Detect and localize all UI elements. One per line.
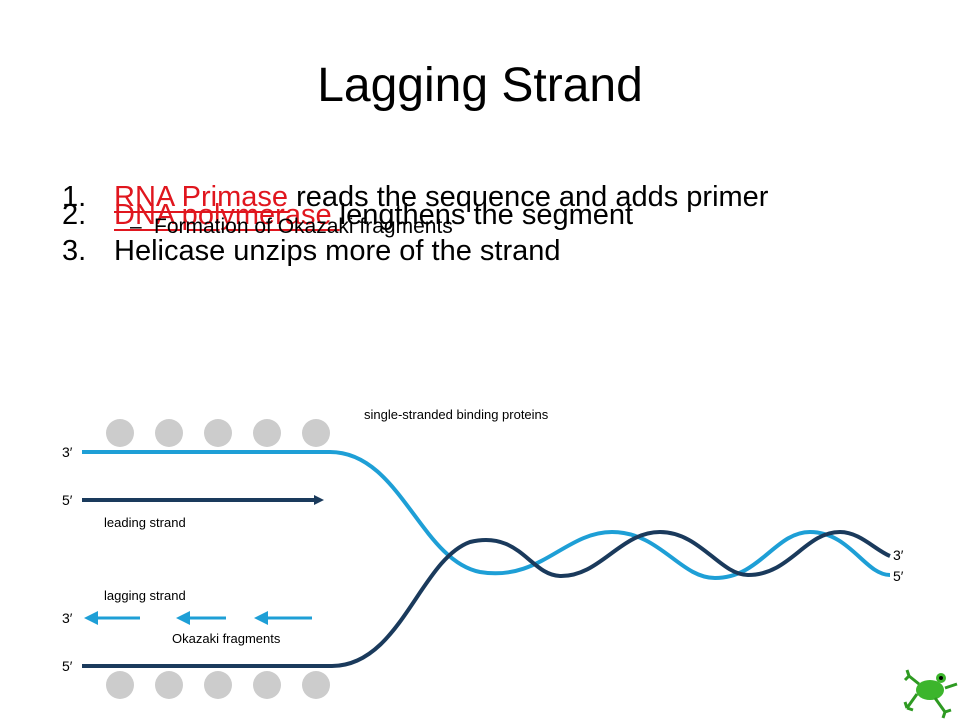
arrowhead-icon	[176, 611, 190, 625]
binding-protein	[302, 419, 330, 447]
lagging-strand-label: lagging strand	[104, 588, 186, 603]
dash-marker: –	[130, 215, 142, 238]
binding-protein	[253, 419, 281, 447]
frog-icon	[903, 669, 958, 719]
bullet-number: 3.	[62, 235, 87, 267]
okazaki-fragments	[84, 611, 312, 625]
bullet-number: 2.	[62, 199, 87, 231]
leading-end-label: 5′	[62, 492, 73, 508]
okazaki-label: Okazaki fragments	[172, 631, 281, 646]
top-strand-end-label: 3′	[62, 444, 73, 460]
sub-bullet-text: Formation of Okazaki fragments	[154, 215, 453, 238]
binding-protein	[106, 419, 134, 447]
leading-strand-label: leading strand	[104, 515, 186, 530]
binding-protein	[253, 671, 281, 699]
binding-proteins-bottom	[106, 671, 330, 699]
binding-protein	[106, 671, 134, 699]
slide-title: Lagging Strand	[317, 59, 643, 112]
ssb-label: single-stranded binding proteins	[364, 407, 549, 422]
binding-protein	[204, 419, 232, 447]
top-template-strand	[82, 450, 891, 581]
bottom-template-strand	[82, 529, 891, 668]
term-dna-polymerase: DNA polymerase	[114, 199, 340, 231]
bullet-text: reads the sequence and adds primer	[288, 181, 769, 213]
bullet-text: lengthens the segment	[339, 199, 634, 231]
binding-protein	[155, 671, 183, 699]
bullet-number: 1.	[62, 181, 87, 213]
binding-proteins-top	[106, 419, 330, 447]
arrowhead-icon	[254, 611, 268, 625]
binding-protein	[204, 671, 232, 699]
term-rna-primase: RNA Primase	[114, 181, 289, 213]
binding-protein	[302, 671, 330, 699]
binding-protein	[155, 419, 183, 447]
bottom-strand-end-label: 5′	[62, 658, 73, 674]
right-end-bottom-label: 5′	[893, 568, 904, 584]
lagging-end-label: 3′	[62, 610, 73, 626]
arrowhead-icon	[84, 611, 98, 625]
bullet-text: Helicase unzips more of the strand	[114, 235, 561, 267]
right-end-top-label: 3′	[893, 547, 904, 563]
